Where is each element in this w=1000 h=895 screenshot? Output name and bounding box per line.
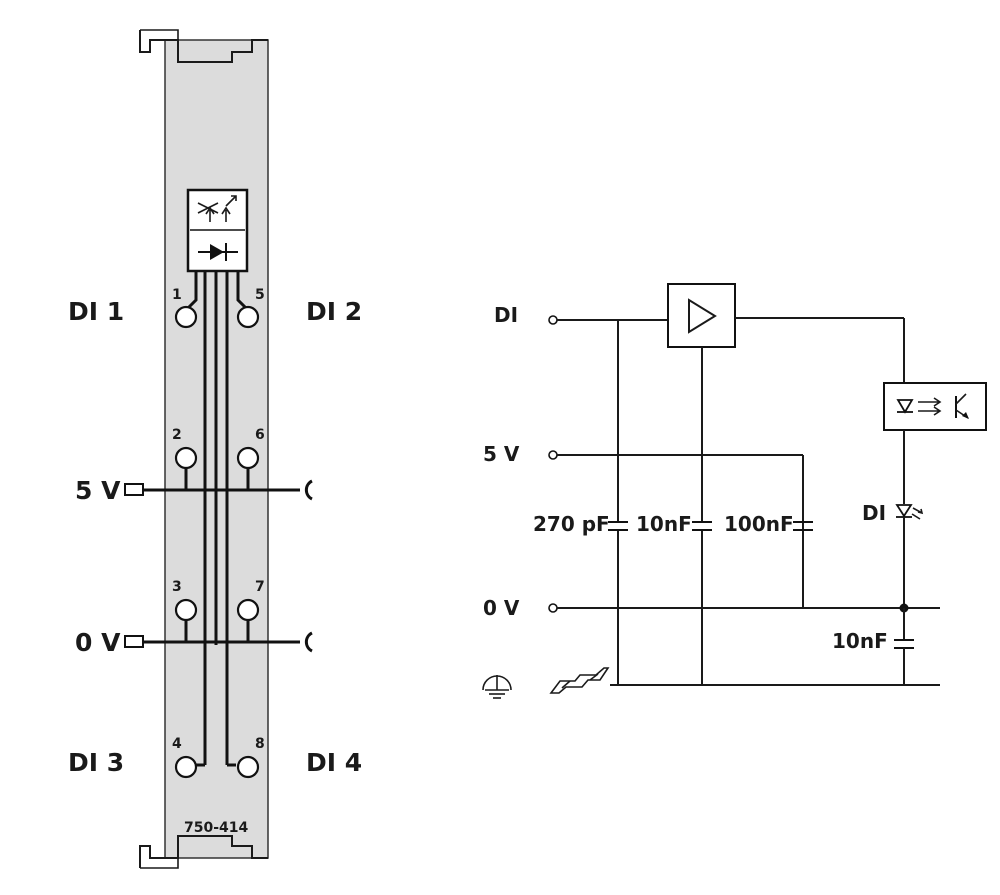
cap-label-100nf: 100nF bbox=[724, 512, 794, 536]
schematic-label-di: DI bbox=[494, 303, 518, 327]
earth-ground-icon bbox=[482, 675, 512, 699]
power-rails bbox=[124, 479, 313, 653]
optocoupler-icon bbox=[896, 393, 969, 419]
label-di2: DI 2 bbox=[306, 297, 362, 326]
pin-7: 7 bbox=[255, 579, 265, 595]
led-label: DI bbox=[862, 501, 886, 525]
pin-2: 2 bbox=[172, 427, 182, 443]
internal-bus-lines bbox=[184, 271, 250, 767]
label-di4: DI 4 bbox=[306, 748, 362, 777]
label-0v-left: 0 V bbox=[75, 628, 121, 657]
pin-numbers: 1 5 2 6 3 7 4 8 bbox=[172, 287, 265, 752]
pin-6: 6 bbox=[255, 427, 265, 443]
schematic-label-5v: 5 V bbox=[483, 442, 520, 466]
part-number: 750-414 bbox=[184, 820, 249, 836]
schematic-label-0v: 0 V bbox=[483, 596, 520, 620]
cap-label-10nf-a: 10nF bbox=[636, 512, 692, 536]
pin-4: 4 bbox=[172, 736, 182, 752]
label-di3: DI 3 bbox=[68, 748, 124, 777]
label-di1: DI 1 bbox=[68, 297, 124, 326]
cap-label-10nf-b: 10nF bbox=[832, 629, 888, 653]
pin-1: 1 bbox=[172, 287, 182, 303]
terminal-points bbox=[174, 305, 260, 779]
din-rail-icon bbox=[549, 667, 610, 694]
label-5v-left: 5 V bbox=[75, 476, 121, 505]
input-schematic: DI 5 V 0 V DI bbox=[482, 283, 987, 699]
led-optocoupler-icon bbox=[186, 188, 249, 273]
cap-label-270pf: 270 pF bbox=[533, 512, 610, 536]
pin-5: 5 bbox=[255, 287, 265, 303]
status-led-icon bbox=[895, 504, 924, 520]
pin-3: 3 bbox=[172, 579, 182, 595]
pin-8: 8 bbox=[255, 736, 265, 752]
